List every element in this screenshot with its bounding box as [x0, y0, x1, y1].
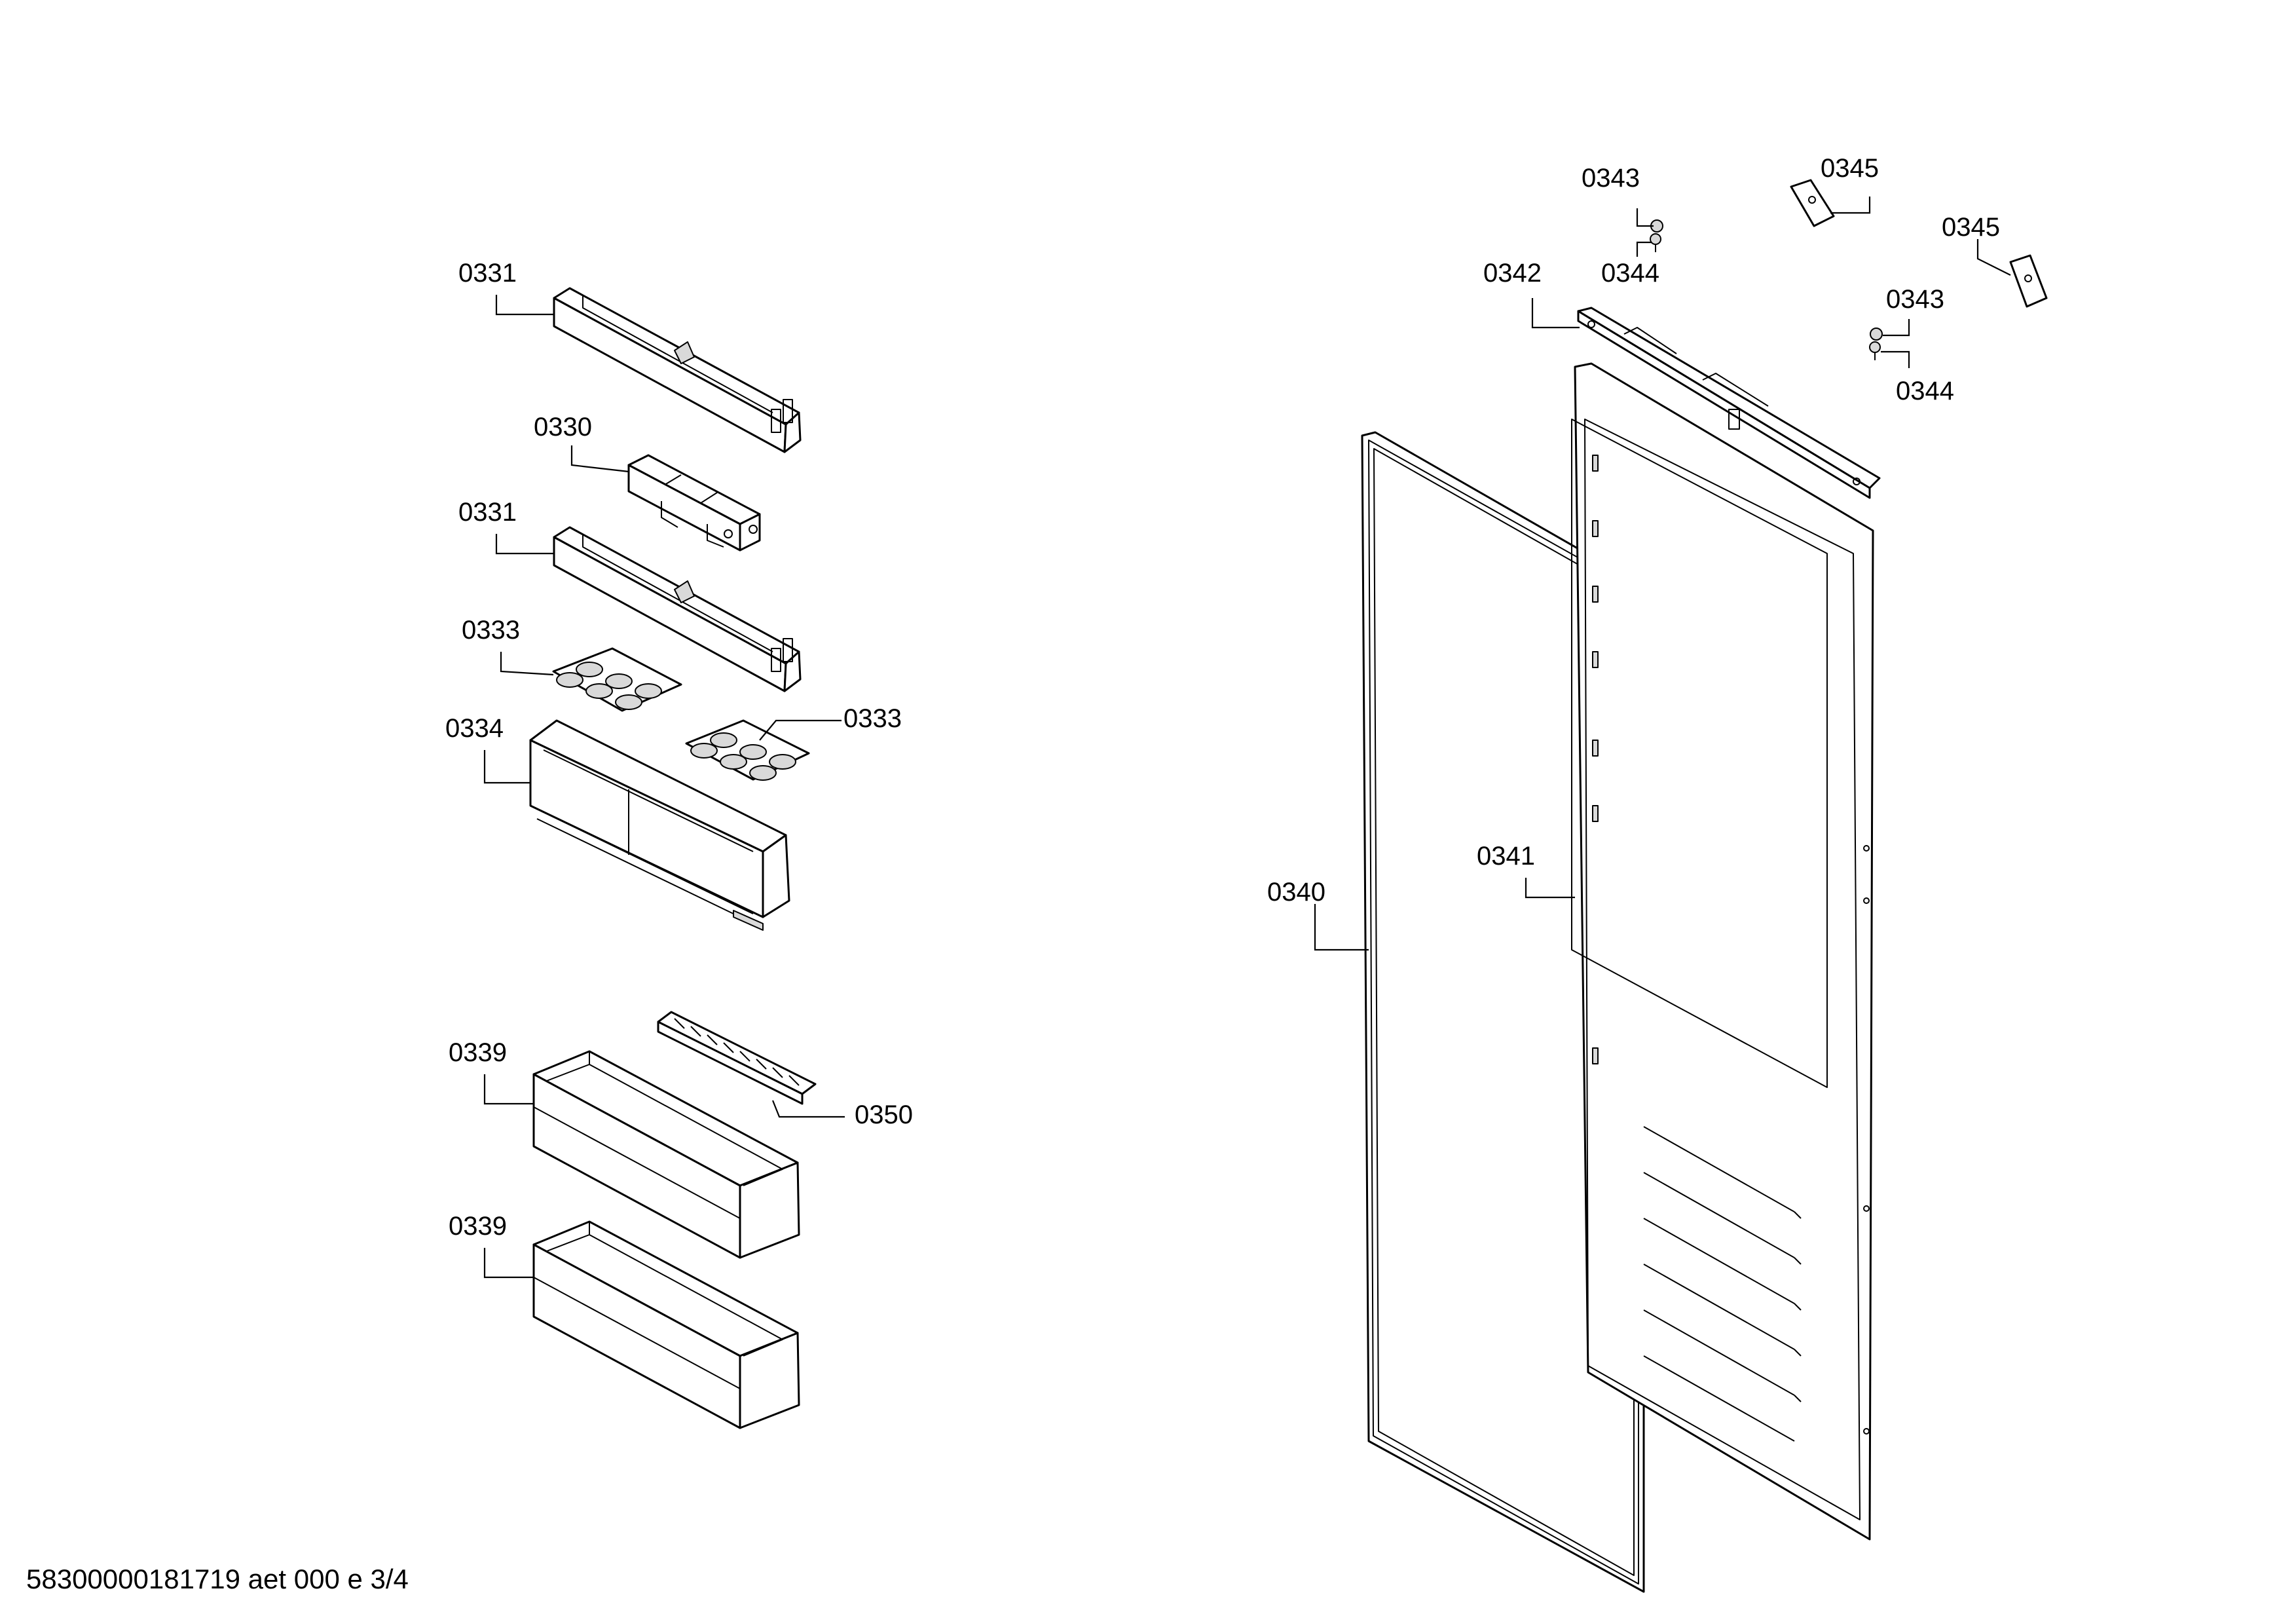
part-0339-door-bin-bottom [532, 1220, 800, 1429]
callout-0344-top: 0344 [1601, 259, 1659, 288]
callout-0343-right: 0343 [1886, 285, 1944, 314]
callout-0339-top: 0339 [449, 1038, 507, 1067]
callout-0342: 0342 [1483, 259, 1542, 288]
callout-0345-right: 0345 [1942, 213, 2000, 242]
callout-0341: 0341 [1477, 842, 1535, 871]
part-0340-door-gasket [1361, 431, 1645, 1593]
callout-0339-bottom: 0339 [449, 1212, 507, 1241]
callout-0340: 0340 [1267, 878, 1325, 907]
document-code: 58300000181719 aet 000 e 3/4 [26, 1564, 409, 1594]
callout-0333-right: 0333 [843, 704, 902, 733]
callout-0345-left: 0345 [1821, 154, 1879, 183]
callout-0331-top: 0331 [458, 259, 517, 288]
part-0330-small-tray [627, 454, 761, 552]
part-0341-door-liner [1571, 362, 1874, 1541]
part-0339-door-bin-top [532, 1050, 800, 1259]
callout-0343-top: 0343 [1582, 164, 1640, 193]
part-0331-shelf-top [553, 287, 802, 453]
part-0334-dairy-compartment [529, 719, 790, 931]
part-0345-plate-right [2009, 254, 2048, 308]
callout-0333-left: 0333 [462, 616, 520, 645]
part-0350-grille-strip [657, 1011, 817, 1105]
callout-0334: 0334 [445, 714, 504, 743]
leader-lines [483, 197, 2011, 1279]
part-0342-hinge-bracket [1577, 307, 1881, 499]
part-0343-0344-screws-top [1650, 219, 1663, 252]
callout-0330: 0330 [534, 413, 592, 441]
part-0333-egg-holder-left [552, 647, 682, 712]
callout-0344-right: 0344 [1896, 377, 1954, 405]
part-0333-egg-holder-right [685, 719, 810, 781]
part-0343-0344-screws-right [1869, 328, 1883, 360]
part-0331-shelf-mid [553, 526, 802, 692]
callout-0331-mid: 0331 [458, 498, 517, 527]
callout-0350: 0350 [855, 1100, 913, 1129]
part-0345-plate-left [1790, 179, 1835, 227]
